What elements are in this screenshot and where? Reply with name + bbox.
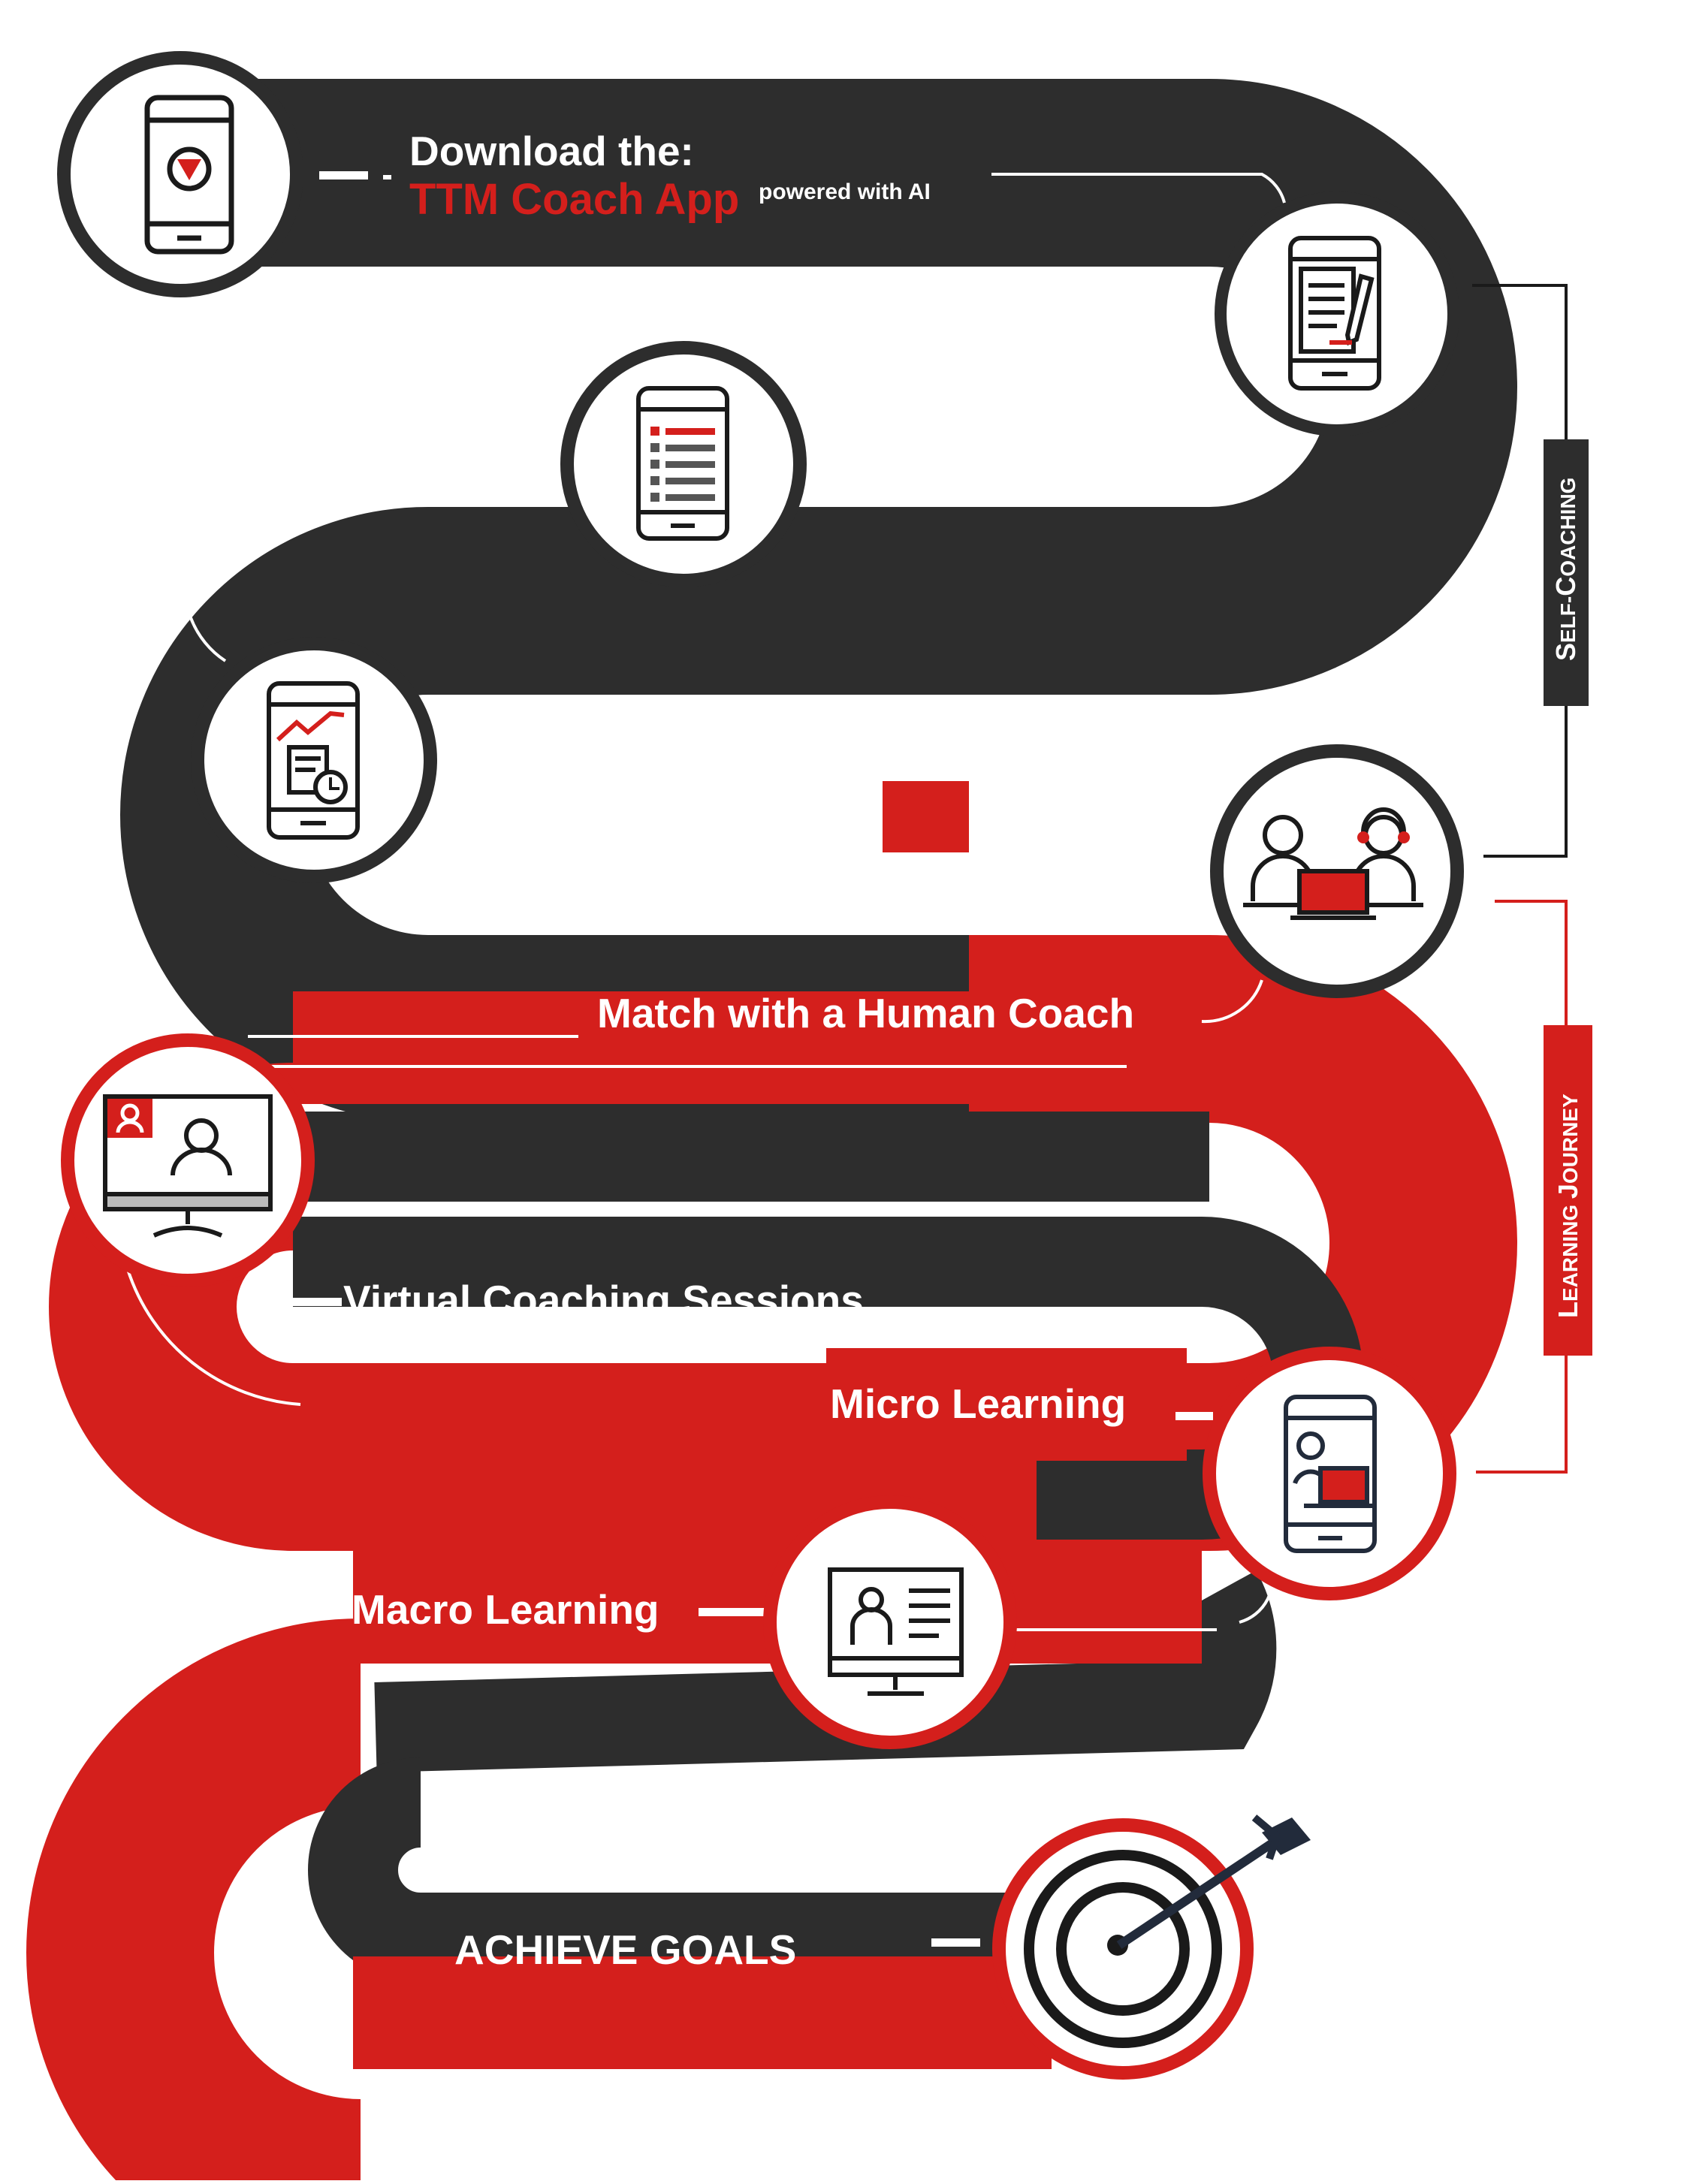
road-dashes [278,171,1213,1947]
powered-label: powered with AI [759,179,931,204]
road-transition [883,781,969,852]
self-assessment-label: Self-Assessment [834,443,1166,490]
phone-checklist-icon [636,386,729,541]
target-arrow-icon [1024,1814,1311,2048]
coach-match-icon [1243,807,1423,920]
self-coaching-label: SELF-COACHING [1550,478,1581,661]
monitor-presenter-icon [828,1567,964,1696]
macro-label: Macro Learning [352,1586,659,1633]
schedule-label: Schedule and Grow [526,730,912,777]
road-loop-left-outer [26,1063,363,2184]
macro-node [763,1495,1017,1749]
match-label: Match with a Human Coach [597,990,1134,1036]
app-name: TTM Coach App [409,175,739,224]
micro-label: Micro Learning [830,1380,1126,1427]
achieve-node [992,1814,1311,2080]
phone-chart-clock-icon [267,681,360,840]
self-assessment-node [1215,192,1459,436]
learning-journey-label: LEARNING JOURNEY [1553,1094,1583,1318]
schedule-node [191,637,437,883]
achieve-label: ACHIEVE GOALS [454,1926,796,1973]
download-line1: Download the: [409,128,694,174]
download-node [57,51,303,297]
set-goals-node [560,341,807,587]
micro-node [1203,1347,1456,1600]
phone-form-pen-icon [1288,236,1381,391]
monitor-video-call-icon [103,1094,273,1238]
virtual-label: Virtual Coaching Sessions [343,1277,864,1323]
match-node [1210,744,1464,998]
set-goals-label: Set Goals [284,445,475,492]
virtual-node [61,1033,315,1287]
phone-download-icon [144,95,234,255]
self-coaching-box [1544,439,1589,706]
learning-journey-box [1544,1025,1592,1356]
phone-video-icon [1284,1395,1377,1553]
